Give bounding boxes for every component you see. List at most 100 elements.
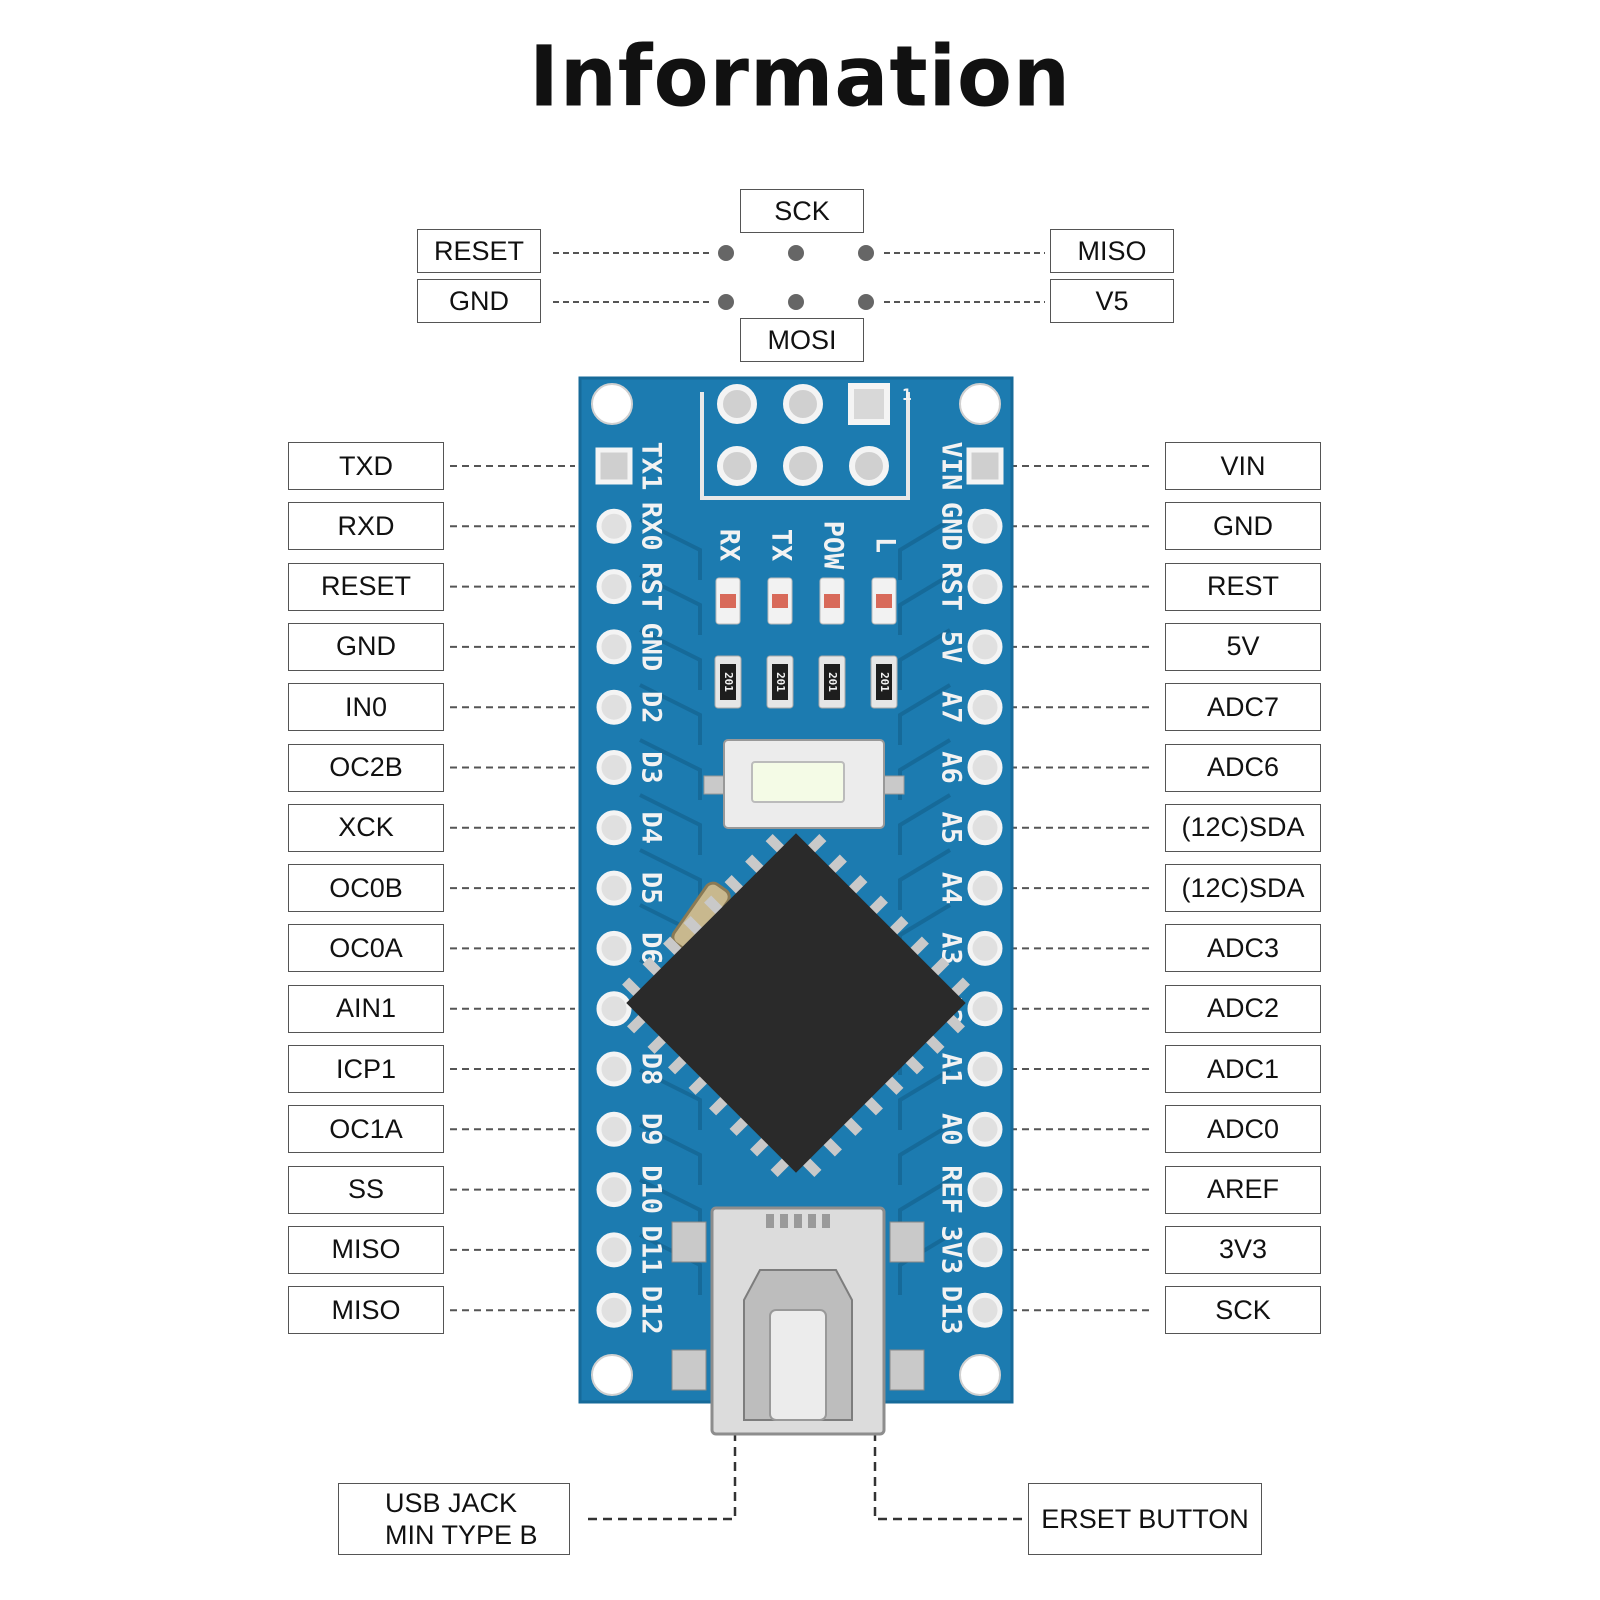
resistor-body (824, 664, 840, 700)
left-pin-label: AIN1 (288, 984, 444, 1033)
chip-pin (904, 1054, 924, 1075)
usb-tab (671, 1349, 707, 1391)
right-pin-silk: 3V3 (936, 1226, 967, 1275)
reset-button-cap (751, 761, 845, 803)
right-pin-label: ADC7 (1165, 683, 1321, 732)
pcb-trace (639, 738, 702, 800)
left-pin-silk: D5 (636, 872, 667, 905)
page-title: Information (529, 27, 1071, 126)
left-pin-silk: D11 (636, 1226, 667, 1275)
pcb-trace (639, 793, 702, 855)
icsp-label-gnd: GND (417, 279, 541, 323)
left-pin-silk: D8 (636, 1053, 667, 1086)
left-pin (596, 1292, 632, 1328)
resistor-body (720, 664, 736, 700)
icsp-label-sck: SCK (740, 189, 864, 233)
usb-contact (808, 1214, 816, 1228)
usb-tab (889, 1221, 925, 1263)
icsp-pin (717, 384, 757, 424)
icsp-dot (718, 294, 734, 310)
icsp-label-reset: RESET (417, 229, 541, 273)
left-pin (596, 569, 632, 605)
right-pin (967, 810, 1003, 846)
icsp-label-miso: MISO (1050, 229, 1174, 273)
left-pin-silk: D10 (636, 1165, 667, 1214)
right-pin-label: ADC1 (1165, 1045, 1321, 1093)
right-pin-label: REST (1165, 562, 1321, 611)
reset-connector (873, 1432, 1025, 1521)
led-silk-label: TX (766, 529, 797, 562)
right-pin-label: (12C)SDA (1165, 803, 1321, 852)
right-pin (967, 1172, 1003, 1208)
left-pin-label: OC2B (288, 743, 444, 792)
right-pin-label: ADC2 (1165, 984, 1321, 1033)
usb-contact (822, 1214, 830, 1228)
right-pin-silk: A1 (936, 1053, 967, 1086)
right-pin-silk: A7 (936, 691, 967, 724)
icsp-dot (858, 294, 874, 310)
left-pin-label: GND (288, 622, 444, 671)
right-pin-silk: A4 (936, 872, 967, 905)
right-pin-silk: GND (936, 502, 967, 551)
usb-jack-label: USB JACK MIN TYPE B (338, 1483, 570, 1555)
usb-contact (794, 1214, 802, 1228)
resistor-body (772, 664, 788, 700)
right-pin-label: ADC6 (1165, 743, 1321, 792)
left-pin-label: IN0 (288, 683, 444, 732)
led-body (720, 594, 736, 608)
right-pin-silk: RST (936, 562, 967, 611)
pcb-trace (898, 793, 952, 855)
left-pin-label: RESET (288, 562, 444, 611)
left-pin (596, 750, 632, 785)
usb-tongue (769, 1309, 827, 1421)
led-silk-label: L (870, 537, 901, 553)
left-pin-square (595, 447, 633, 485)
led-body (876, 594, 892, 608)
icsp-dot (788, 294, 804, 310)
left-pin (596, 930, 632, 966)
left-pin-label: MISO (288, 1225, 444, 1274)
left-pin (596, 508, 632, 544)
icsp-pin (783, 384, 823, 424)
pcb-trace (898, 518, 952, 580)
icsp-outline (700, 392, 910, 500)
pcb-trace (639, 1068, 702, 1130)
pcb-trace (639, 683, 702, 745)
led-body (772, 594, 788, 608)
left-pin (596, 1051, 632, 1087)
right-pin-silk: 5V (936, 631, 967, 664)
left-pin-label: OC0A (288, 924, 444, 973)
resistor-body (876, 664, 892, 700)
left-pin-label: RXD (288, 502, 444, 551)
mounting-hole (591, 383, 633, 425)
pcb-trace (898, 573, 952, 635)
pcb-trace (639, 628, 702, 690)
pcb-trace (898, 1123, 952, 1185)
right-pin-label: ADC0 (1165, 1105, 1321, 1154)
left-pin-silk: GND (636, 623, 667, 672)
resistor-code: 201 (878, 672, 891, 692)
pcb-trace (898, 683, 952, 745)
reset-button-label: ERSET BUTTON (1028, 1483, 1262, 1555)
right-pin-silk: VIN (936, 442, 967, 491)
right-pin (967, 1292, 1003, 1328)
mounting-hole (959, 1354, 1001, 1396)
right-pin-silk: A0 (936, 1113, 967, 1146)
right-pin (967, 508, 1003, 544)
right-pin (967, 569, 1003, 605)
right-pin-label: GND (1165, 502, 1321, 551)
right-pin-label: 5V (1165, 622, 1321, 671)
icsp-pin-square (848, 383, 890, 425)
usb-jack-label-line1: USB JACK (385, 1488, 518, 1518)
usb-connector (585, 1432, 737, 1521)
usb-contact (780, 1214, 788, 1228)
right-pin-label: (12C)SDA (1165, 864, 1321, 913)
led-silk-label: POW (818, 521, 849, 571)
left-pin-label: SS (288, 1165, 444, 1214)
icsp-pin1-mark: 1 (902, 385, 912, 404)
icsp-pin (717, 446, 757, 486)
chip-pin (924, 1034, 945, 1054)
left-pin (596, 1111, 632, 1147)
